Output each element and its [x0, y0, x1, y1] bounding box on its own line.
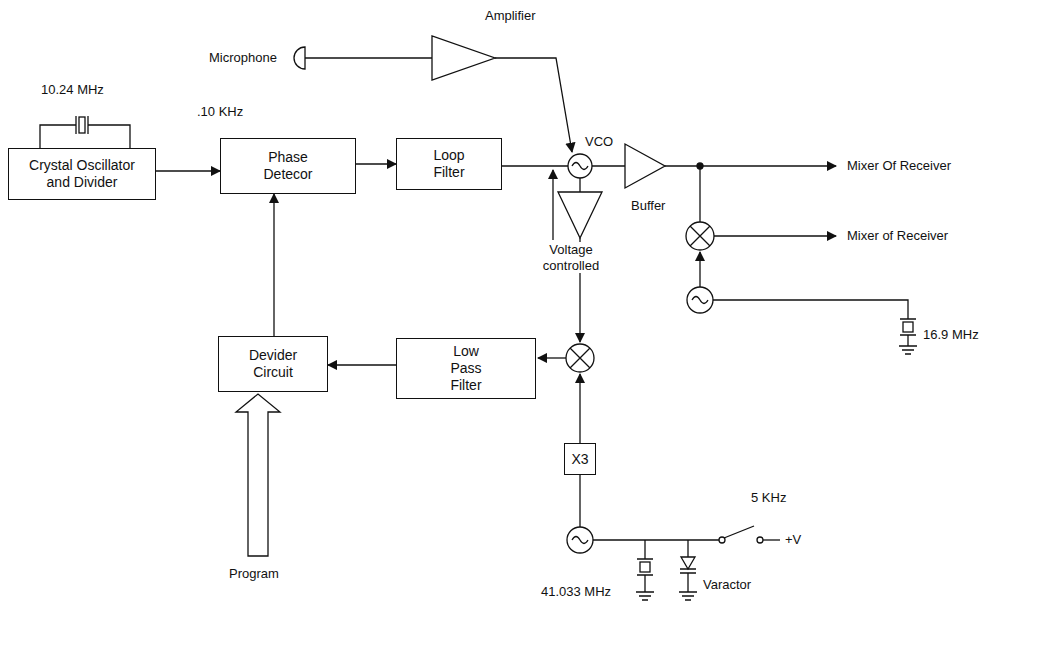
ground-symbol	[679, 592, 697, 600]
oscillator-wire	[579, 475, 580, 527]
sine-mark	[572, 163, 588, 170]
process-box: X3	[564, 443, 596, 475]
buffer-symbol	[625, 144, 665, 188]
audio-wire	[495, 58, 572, 152]
mixer-wire	[538, 357, 566, 358]
mixer-symbol	[686, 222, 714, 250]
crystal-wire	[713, 300, 908, 319]
crystal-symbol	[903, 322, 913, 332]
output-wire	[665, 165, 836, 166]
output-wire	[714, 235, 836, 236]
oscillator-symbol	[687, 287, 713, 313]
oscillator-symbol	[567, 527, 593, 553]
signal-label: Mixer Of Receiver	[846, 158, 952, 174]
signal-label: Voltage controlled	[530, 242, 612, 273]
signal-label: Amplifier	[484, 8, 537, 24]
mic-wire	[305, 57, 432, 58]
signal-label: 5 KHz	[750, 490, 787, 506]
vco-symbol	[568, 154, 592, 178]
ground-symbol	[899, 335, 917, 354]
signal-label: Varactor	[702, 577, 752, 593]
crystal-plates	[900, 319, 916, 335]
signal-label: Program	[228, 566, 280, 582]
vco-wire	[579, 178, 580, 192]
amplifier-symbol	[558, 192, 602, 238]
ground-symbol	[636, 592, 654, 600]
signal-label: Buffer	[630, 198, 666, 214]
box-label: X3	[571, 451, 588, 468]
process-box: Low Pass Filter	[396, 338, 536, 399]
box-label: Devider Circuit	[238, 347, 308, 381]
sine-mark	[692, 297, 708, 304]
switch-blade	[724, 526, 754, 538]
box-label: Loop Filter	[419, 147, 479, 181]
varactor-plate	[680, 569, 696, 573]
crystal-symbol	[79, 117, 85, 133]
signal-label: 16.9 MHz	[922, 327, 980, 343]
process-box: Devider Circuit	[218, 336, 328, 392]
crystal-wire	[637, 540, 653, 592]
supply-wire	[763, 539, 780, 540]
box-label: Low Pass Filter	[436, 343, 496, 393]
process-box: Loop Filter	[396, 138, 502, 190]
varactor-wire	[687, 540, 688, 592]
amplifier-symbol	[432, 36, 495, 80]
mixer-symbol	[566, 344, 594, 372]
mixer-wire	[699, 166, 700, 222]
crystal-symbol	[640, 562, 650, 572]
signal-label: VCO	[584, 134, 614, 150]
mixer-cross	[690, 226, 710, 246]
signal-connector	[156, 170, 220, 171]
program-arrow	[236, 394, 280, 556]
leader-arrow	[552, 170, 553, 240]
signal-label: Mixer of Receiver	[846, 228, 949, 244]
crystal-plates	[76, 116, 88, 134]
signal-connector	[328, 364, 396, 365]
signal-label: Microphone	[208, 50, 278, 66]
signal-label: 10.24 MHz	[40, 82, 105, 98]
mixer-cross	[570, 348, 590, 368]
lo-wire	[699, 252, 700, 287]
signal-connector	[356, 163, 396, 164]
multiplier-wire	[579, 374, 580, 443]
signal-label: 41.033 MHz	[540, 584, 612, 600]
process-box: Phase Detecor	[220, 138, 356, 194]
varactor-symbol	[681, 557, 695, 569]
box-label: Crystal Oscillator and Divider	[17, 157, 147, 191]
box-label: Phase Detecor	[253, 149, 323, 183]
control-wire	[502, 165, 568, 166]
sine-mark	[572, 537, 588, 544]
vco-wire	[592, 165, 625, 166]
signal-connector	[273, 194, 274, 336]
microphone-symbol	[294, 47, 305, 69]
signal-label: .10 KHz	[196, 104, 244, 120]
process-box: Crystal Oscillator and Divider	[8, 148, 156, 200]
oscillator-wire	[593, 539, 719, 540]
switch-contact	[757, 537, 763, 543]
signal-label: +V	[784, 532, 802, 548]
